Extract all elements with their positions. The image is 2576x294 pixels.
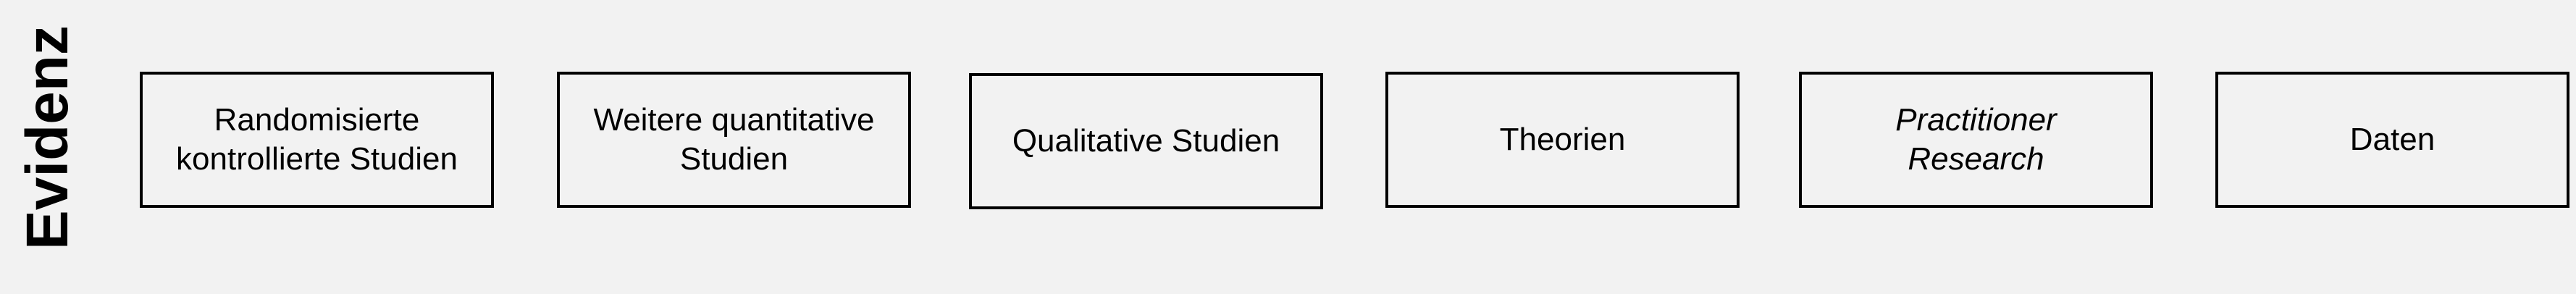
box-line: Theorien <box>1499 122 1626 158</box>
box-weitere-quantitative-studien: Weitere quantitative Studien <box>557 72 911 208</box>
box-daten: Daten <box>2215 72 2569 208</box>
evidenz-label: Evidenz <box>14 22 80 253</box>
box-practitioner-research: Practitioner Research <box>1799 72 2153 208</box>
evidenz-label-text: Evidenz <box>14 25 80 250</box>
box-line: Studien <box>679 141 789 177</box>
box-qualitative-studien: Qualitative Studien <box>969 73 1323 209</box>
box-line: Qualitative Studien <box>1012 123 1280 159</box>
box-theorien: Theorien <box>1385 72 1740 208</box>
box-line: Daten <box>2349 122 2436 158</box>
box-line: Research <box>1908 141 2044 177</box>
box-line: Weitere quantitative <box>593 102 875 138</box>
box-line: kontrollierte Studien <box>176 141 458 177</box>
box-line: Randomisierte <box>214 102 420 138</box>
box-randomisierte-kontrollierte-studien: Randomisierte kontrollierte Studien <box>140 72 494 208</box>
box-line: Practitioner <box>1895 102 2057 138</box>
